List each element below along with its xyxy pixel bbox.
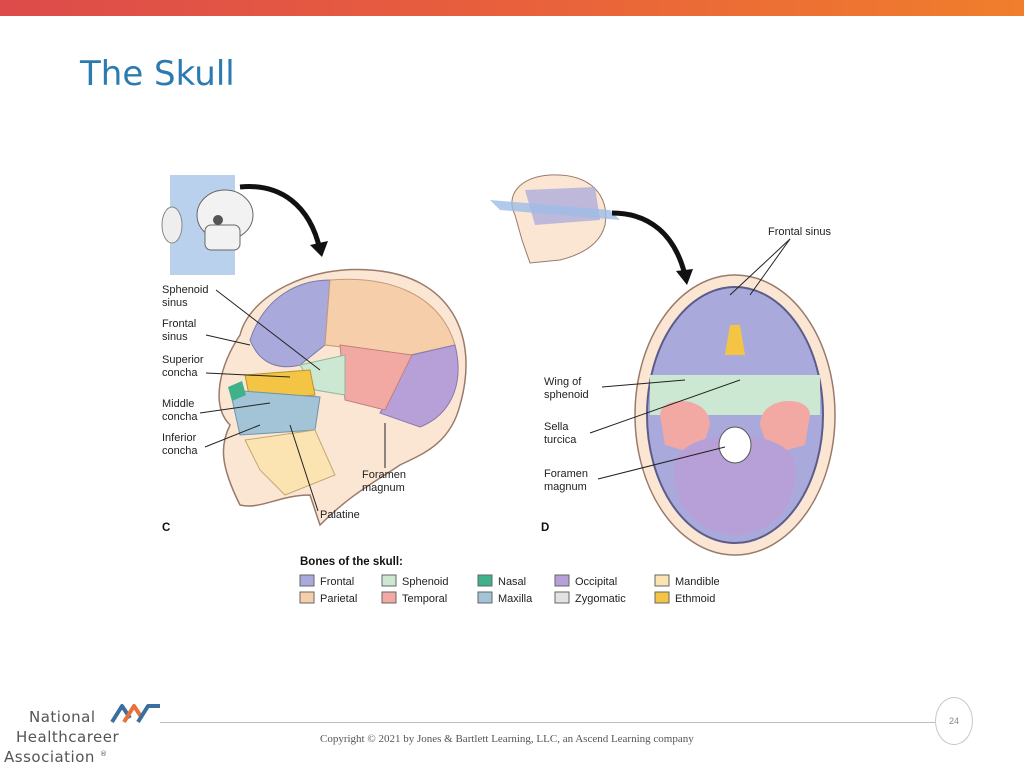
label-foramen-magnum-d-1: Foramen: [544, 468, 588, 480]
panel-d-horizontal: Frontal sinus Wing of sphenoid Sella tur…: [490, 174, 836, 556]
page-number: 24: [948, 716, 959, 726]
label-wing-of-sphenoid-1: Wing of: [544, 376, 582, 388]
panel-c-nasal: [228, 381, 246, 401]
legend-label-maxilla: Maxilla: [498, 593, 533, 605]
legend-swatch-nasal: [477, 574, 493, 587]
label-sphenoid-sinus-1: Sphenoid: [162, 284, 209, 296]
legend-label-parietal: Parietal: [320, 593, 357, 605]
logo-line-3: Association: [4, 748, 95, 766]
panel-d-reference-head-icon: [490, 174, 620, 264]
legend-label-occipital: Occipital: [575, 576, 617, 588]
label-foramen-magnum-d-2: magnum: [544, 481, 587, 493]
panel-c-letter: C: [162, 522, 170, 534]
slide-title: The Skull: [80, 54, 235, 94]
label-sella-turcica-2: turcica: [544, 434, 577, 446]
panel-c-sagittal: Sphenoid sinus Frontal sinus Superior co…: [161, 175, 467, 534]
legend-swatch-mandible: [654, 574, 670, 587]
page-number-badge: 24: [935, 697, 973, 745]
panel-d-ethmoid: [725, 325, 745, 355]
legend-swatch-parietal: [299, 591, 315, 604]
panel-c-parietal: [324, 278, 456, 356]
label-middle-concha-2: concha: [162, 411, 198, 423]
legend-label-sphenoid: Sphenoid: [402, 576, 449, 588]
panel-d-leader-lines: [589, 238, 791, 480]
panel-c-arrow: [239, 184, 323, 251]
legend-label-zygomatic: Zygomatic: [575, 593, 626, 605]
legend-swatch-temporal: [381, 591, 397, 604]
label-foramen-magnum-c-2: magnum: [362, 482, 405, 494]
legend-swatch-occipital: [554, 574, 570, 587]
legend-title: Bones of the skull:: [300, 556, 403, 568]
label-inferior-concha-1: Inferior: [162, 432, 197, 444]
copyright-text: Copyright © 2021 by Jones & Bartlett Lea…: [320, 733, 694, 745]
label-foramen-magnum-c-1: Foramen: [362, 469, 406, 481]
skull-figure: Sphenoid sinus Frontal sinus Superior co…: [161, 174, 836, 605]
label-frontal-sinus-c-1: Frontal: [162, 318, 196, 330]
legend-label-mandible: Mandible: [675, 576, 720, 588]
logo-line-2: Healthcareer: [16, 728, 120, 746]
legend-swatch-ethmoid: [654, 591, 670, 604]
footer-divider: [160, 722, 935, 723]
legend-swatch-frontal: [299, 574, 315, 587]
label-sphenoid-sinus-2: sinus: [162, 297, 188, 309]
label-inferior-concha-2: concha: [162, 445, 198, 457]
label-frontal-sinus-d: Frontal sinus: [768, 226, 831, 238]
legend-label-temporal: Temporal: [402, 593, 447, 605]
logo-line-1: National: [29, 708, 96, 726]
label-superior-concha-1: Superior: [162, 354, 204, 366]
panel-c-leader-lines: [199, 289, 386, 512]
logo-mark-icon: [110, 704, 160, 724]
legend-swatch-zygomatic: [554, 591, 570, 604]
label-wing-of-sphenoid-2: sphenoid: [544, 389, 589, 401]
panel-c-occipital: [379, 344, 459, 428]
label-palatine: Palatine: [320, 509, 360, 521]
label-frontal-sinus-c-2: sinus: [162, 331, 188, 343]
logo-registered-mark: ®: [100, 750, 108, 758]
panel-d-letter: D: [541, 522, 549, 534]
legend-label-ethmoid: Ethmoid: [675, 593, 715, 605]
panel-d-foramen-magnum-opening: [718, 426, 752, 464]
nha-logo: National Healthcareer Association ®: [2, 698, 162, 766]
label-sella-turcica-1: Sella: [544, 421, 569, 433]
legend-swatch-maxilla: [477, 591, 493, 604]
panel-c-reference-skull-icon: [161, 175, 254, 275]
panel-d-occipital: [674, 435, 796, 535]
panel-c-maxilla: [229, 389, 321, 436]
label-superior-concha-2: concha: [162, 367, 198, 379]
legend-label-frontal: Frontal: [320, 576, 354, 588]
legend-label-nasal: Nasal: [498, 576, 526, 588]
panel-d-arrow: [611, 210, 688, 276]
legend-swatch-sphenoid: [381, 574, 397, 587]
top-accent-bar: [0, 0, 1024, 16]
label-middle-concha-1: Middle: [162, 398, 194, 410]
